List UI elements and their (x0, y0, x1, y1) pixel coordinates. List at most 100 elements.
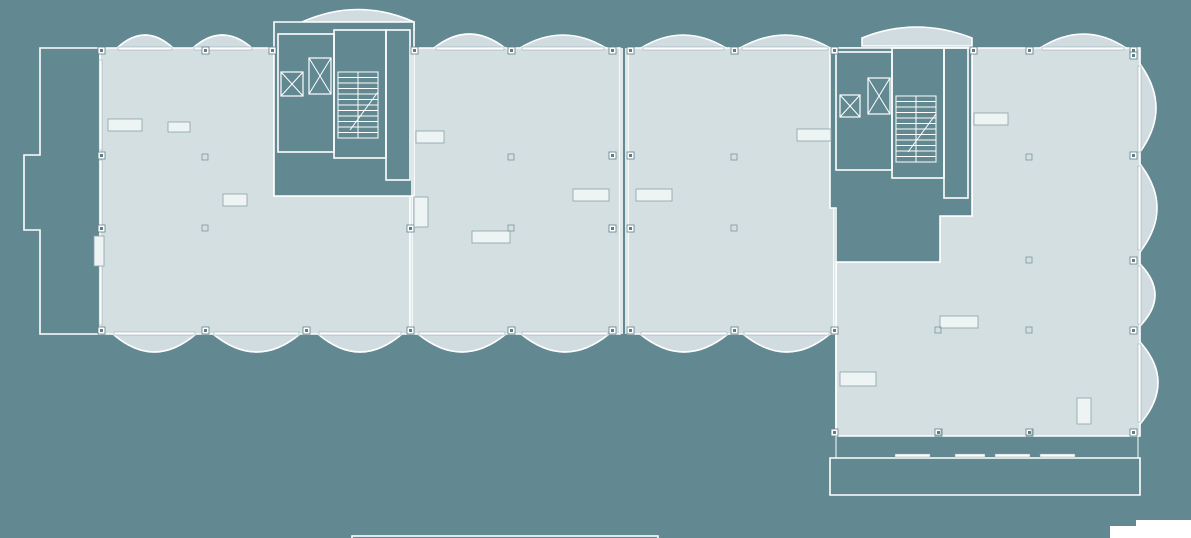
radiator (973, 112, 1009, 126)
rooms (23, 47, 1141, 496)
column-core (972, 49, 975, 52)
column-core (629, 227, 632, 230)
window-strip (1137, 165, 1142, 251)
window-strip (642, 46, 725, 51)
ceiling-point (730, 224, 738, 232)
column-core (1028, 49, 1031, 52)
window-strip (113, 331, 196, 336)
column-core (510, 49, 513, 52)
ceiling-point (1025, 153, 1033, 161)
window-strip (418, 331, 506, 336)
window-strip (954, 453, 986, 458)
column-core (611, 154, 614, 157)
radiator (222, 193, 248, 207)
radiator (796, 128, 832, 142)
window-strip (435, 46, 505, 51)
ceiling-point (1025, 326, 1033, 334)
bottom-annex (829, 457, 1141, 496)
ceiling-point (507, 224, 515, 232)
ceiling-point (201, 153, 209, 161)
ceiling-point (201, 224, 209, 232)
column-core (100, 329, 103, 332)
ceiling-point (934, 326, 942, 334)
window-strip (521, 331, 609, 336)
window-strip (213, 331, 300, 336)
window-strip (98, 159, 103, 231)
column-core (733, 49, 736, 52)
radiator (93, 235, 105, 267)
window-strip (521, 46, 605, 51)
window-strip (1137, 343, 1142, 423)
radiator (107, 118, 143, 132)
window-strip (98, 59, 103, 151)
radiator (572, 188, 610, 202)
column-core (204, 329, 207, 332)
column-core (629, 329, 632, 332)
bay-windows (110, 8, 1159, 427)
window-strip (193, 46, 253, 51)
column-core (611, 49, 614, 52)
column-core (1132, 329, 1135, 332)
radiators (93, 112, 1092, 425)
ceiling-point (1025, 256, 1033, 264)
column-core (305, 329, 308, 332)
columns (97, 46, 1138, 437)
radiator (413, 196, 429, 228)
ceiling-point (730, 153, 738, 161)
bottom-fragment-left (351, 535, 659, 538)
column-core (629, 154, 632, 157)
radiator (1076, 397, 1092, 425)
column-core (271, 49, 274, 52)
partitions (409, 48, 1139, 458)
core-left (273, 21, 415, 197)
column-core (833, 329, 836, 332)
window-strip (1137, 265, 1142, 325)
radiator (167, 121, 191, 133)
ceiling-point (507, 153, 515, 161)
window-strip (1039, 453, 1076, 458)
left-annex (23, 47, 101, 335)
column-core (100, 227, 103, 230)
column-core (204, 49, 207, 52)
column-core (1132, 259, 1135, 262)
radiator (939, 315, 979, 329)
column-core (1132, 49, 1135, 52)
column-core (100, 154, 103, 157)
window-strip (640, 331, 728, 336)
window-strip (117, 46, 173, 51)
window-strip (1137, 65, 1142, 153)
column-core (413, 49, 416, 52)
column-core (937, 431, 940, 434)
bottom-fragment-right (1110, 520, 1191, 538)
core-right (829, 47, 973, 263)
window-strip (994, 453, 1031, 458)
column-core (409, 227, 412, 230)
column-core (1132, 154, 1135, 157)
column-core (611, 227, 614, 230)
ceiling-point (934, 428, 942, 436)
column-core (100, 49, 103, 52)
window-strip (894, 453, 931, 458)
radiator (635, 188, 673, 202)
window-strip (1041, 46, 1125, 51)
radiator (471, 230, 511, 244)
column-core (733, 329, 736, 332)
column-core (629, 49, 632, 52)
ceiling-points (201, 153, 1033, 436)
ceiling-point (1025, 428, 1033, 436)
window-strip (318, 331, 402, 336)
radiator (415, 130, 445, 144)
column-core (510, 329, 513, 332)
column-core (1132, 431, 1135, 434)
window-strip (743, 331, 830, 336)
column-core (1028, 431, 1031, 434)
column-core (409, 329, 412, 332)
column-core (611, 329, 614, 332)
column-core (1132, 54, 1135, 57)
window-strips (98, 46, 1142, 458)
column-core (833, 49, 836, 52)
radiator (839, 371, 877, 387)
window-strip (741, 46, 829, 51)
column-core (833, 431, 836, 434)
